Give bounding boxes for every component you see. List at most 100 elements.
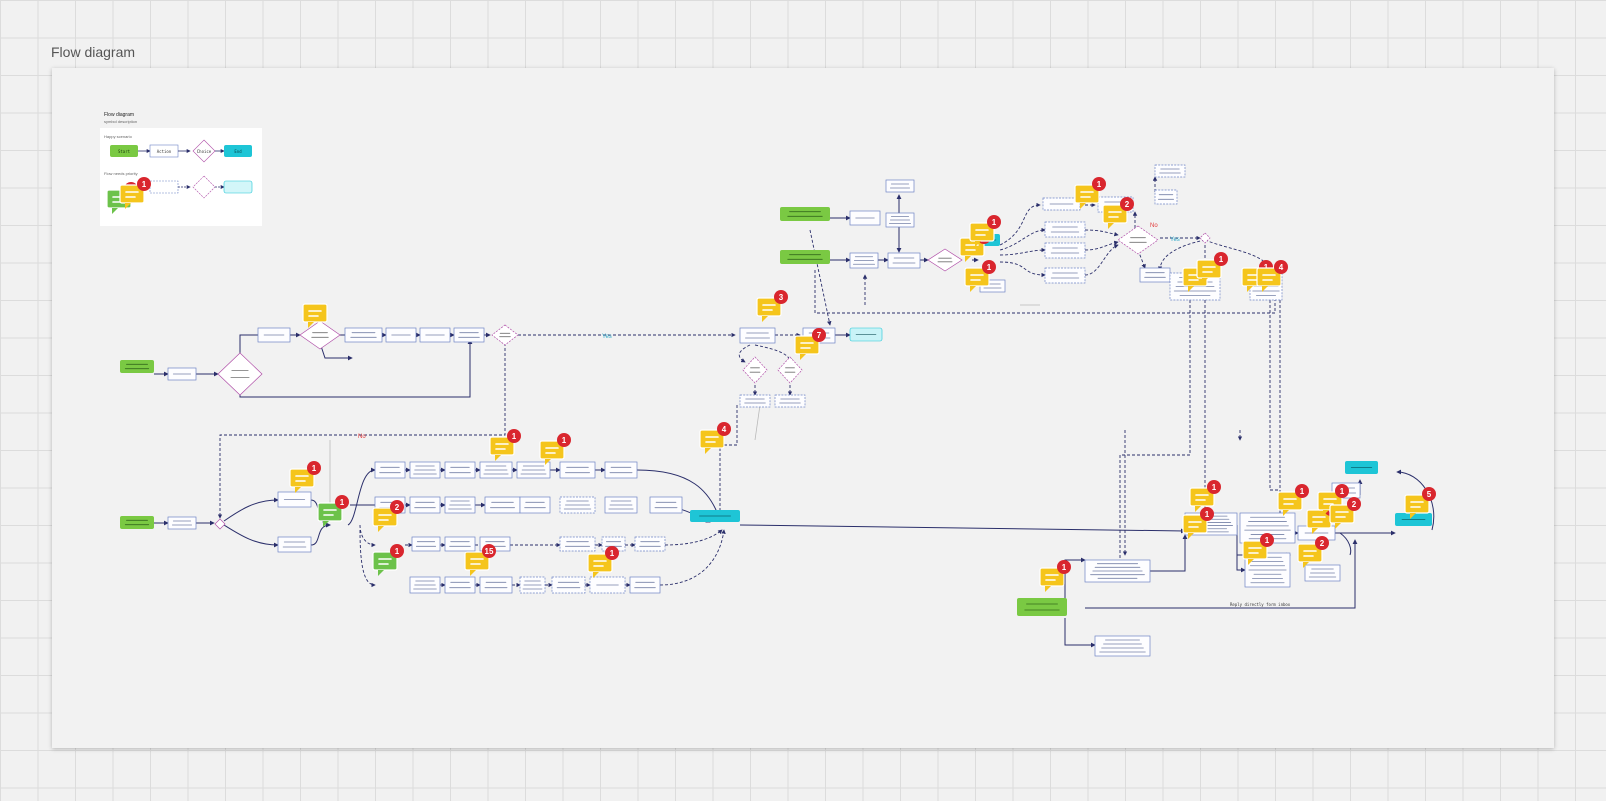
end-node[interactable] bbox=[1345, 461, 1378, 474]
action-node[interactable] bbox=[1044, 267, 1086, 284]
comment-marker[interactable]: 1 bbox=[1039, 560, 1071, 592]
action-node[interactable] bbox=[484, 496, 521, 514]
comment-marker[interactable]: 1 bbox=[1074, 177, 1106, 209]
action-node[interactable] bbox=[444, 496, 476, 514]
decision-node[interactable] bbox=[1199, 232, 1211, 244]
action-node[interactable] bbox=[559, 461, 596, 479]
flow-diagram-frame[interactable] bbox=[52, 68, 1554, 748]
action-node[interactable] bbox=[479, 576, 513, 594]
start-node[interactable] bbox=[120, 360, 154, 373]
action-node[interactable] bbox=[1044, 242, 1086, 259]
action-node[interactable] bbox=[444, 536, 476, 552]
decision-node[interactable] bbox=[1117, 225, 1159, 255]
end-node[interactable] bbox=[690, 510, 740, 522]
action-node[interactable] bbox=[277, 536, 312, 553]
comment-marker[interactable]: 1 bbox=[1277, 484, 1309, 516]
comment-marker[interactable]: 4 bbox=[699, 422, 731, 454]
action-node[interactable] bbox=[419, 327, 451, 343]
action-node[interactable] bbox=[559, 536, 596, 552]
action-node[interactable] bbox=[344, 327, 383, 343]
action-node[interactable] bbox=[374, 461, 406, 479]
comment-marker[interactable]: 1 bbox=[1196, 252, 1228, 284]
comment-marker[interactable]: 1 bbox=[289, 461, 321, 493]
comment-marker[interactable]: 1 bbox=[372, 544, 404, 576]
action-node[interactable] bbox=[774, 394, 806, 408]
decision-node[interactable] bbox=[927, 248, 963, 272]
start-node[interactable] bbox=[780, 207, 830, 221]
action-node[interactable] bbox=[1304, 564, 1341, 582]
action-node[interactable] bbox=[411, 536, 441, 552]
action-node[interactable] bbox=[849, 252, 879, 269]
decision-node[interactable] bbox=[299, 320, 341, 350]
comment-marker[interactable]: 5 bbox=[1404, 487, 1436, 519]
action-node[interactable] bbox=[479, 461, 513, 479]
action-node[interactable] bbox=[589, 576, 626, 594]
comment-marker[interactable]: 1 bbox=[969, 215, 1001, 247]
comment-marker[interactable]: 15 bbox=[464, 544, 496, 576]
decision-node[interactable] bbox=[742, 356, 768, 384]
action-node[interactable] bbox=[849, 210, 881, 226]
comment-markers[interactable]: 113741121111511231131141111211251 bbox=[106, 177, 1436, 592]
comment-marker[interactable]: 1 bbox=[964, 260, 996, 292]
action-node[interactable] bbox=[739, 394, 771, 408]
action-node[interactable] bbox=[409, 576, 441, 594]
action-node[interactable] bbox=[1044, 221, 1086, 238]
action-node[interactable] bbox=[604, 461, 638, 479]
decision-node[interactable] bbox=[217, 352, 263, 396]
comment-marker[interactable]: 2 bbox=[1297, 536, 1329, 568]
action-node[interactable] bbox=[1094, 635, 1151, 657]
action-node[interactable] bbox=[739, 327, 776, 344]
action-node[interactable] bbox=[887, 252, 921, 269]
action-node[interactable] bbox=[409, 496, 441, 514]
comment-marker[interactable]: 1 bbox=[1182, 507, 1214, 539]
decision-node[interactable] bbox=[214, 518, 226, 530]
action-node[interactable] bbox=[885, 212, 915, 228]
action-node[interactable] bbox=[519, 496, 551, 514]
decision-node[interactable] bbox=[491, 324, 519, 346]
action-node[interactable] bbox=[409, 461, 441, 479]
action-node[interactable] bbox=[885, 179, 915, 193]
start-nodes[interactable] bbox=[120, 207, 1067, 616]
action-node[interactable] bbox=[1154, 189, 1178, 205]
action-node[interactable] bbox=[385, 327, 417, 343]
comment-marker[interactable]: 3 bbox=[756, 290, 788, 322]
action-node[interactable] bbox=[444, 576, 476, 594]
start-node[interactable] bbox=[1017, 598, 1067, 616]
comment-marker[interactable]: 2 bbox=[372, 500, 404, 532]
action-node[interactable] bbox=[649, 496, 683, 514]
comment-marker[interactable]: 1 bbox=[1242, 533, 1274, 565]
comment-marker[interactable]: 1 bbox=[1189, 480, 1221, 512]
action-node[interactable] bbox=[167, 367, 197, 381]
comment-marker[interactable] bbox=[302, 303, 328, 328]
action-node[interactable] bbox=[604, 496, 638, 514]
start-node[interactable] bbox=[780, 250, 830, 264]
comment-marker[interactable]: 1 bbox=[119, 177, 151, 209]
comment-marker[interactable]: 2 bbox=[1329, 497, 1361, 529]
action-node[interactable] bbox=[551, 576, 586, 594]
comment-marker[interactable]: 1 bbox=[489, 429, 521, 461]
action-node[interactable] bbox=[453, 327, 485, 343]
action-node[interactable] bbox=[1139, 267, 1171, 283]
comment-marker[interactable]: 2 bbox=[1102, 197, 1134, 229]
start-node[interactable] bbox=[120, 516, 154, 529]
comment-marker[interactable]: 7 bbox=[794, 328, 826, 360]
action-nodes[interactable] bbox=[167, 164, 1361, 657]
action-node[interactable] bbox=[519, 576, 546, 594]
action-node[interactable] bbox=[629, 576, 661, 594]
action-node[interactable] bbox=[277, 491, 312, 508]
end-node[interactable] bbox=[1395, 513, 1432, 526]
action-node[interactable] bbox=[167, 516, 197, 530]
action-node[interactable] bbox=[257, 327, 291, 343]
end-node[interactable] bbox=[849, 327, 883, 342]
action-node[interactable] bbox=[516, 461, 551, 479]
action-node[interactable] bbox=[559, 496, 596, 514]
action-node[interactable] bbox=[1084, 559, 1151, 583]
comment-marker[interactable]: 1 bbox=[587, 546, 619, 578]
decision-node[interactable] bbox=[777, 356, 803, 384]
legend-card[interactable]: Flow diagram symbol description Happy sc… bbox=[100, 112, 262, 226]
action-node[interactable] bbox=[444, 461, 476, 479]
action-node[interactable] bbox=[1154, 164, 1186, 178]
decision-nodes[interactable] bbox=[214, 225, 1211, 530]
